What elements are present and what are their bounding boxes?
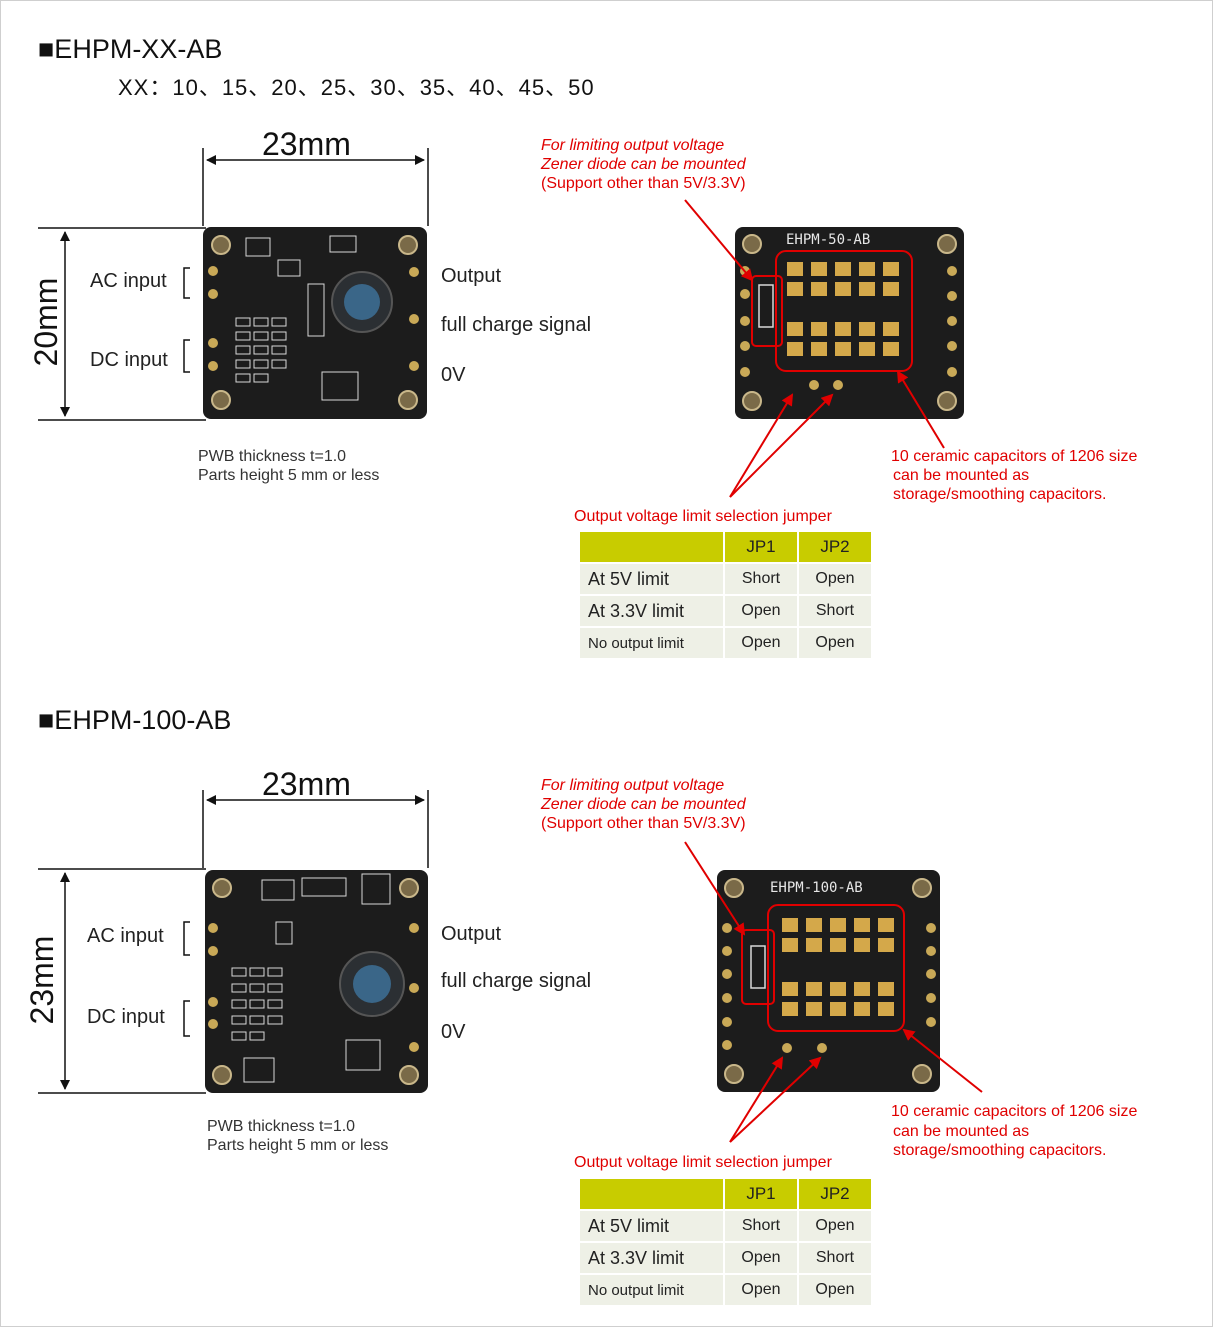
s1-caps-note-line2: can be mounted as [893,467,1030,484]
table-header-cell [580,1179,723,1209]
table-cell: No output limit [580,1275,723,1305]
s2-zener-note-line1: For limiting output voltage [541,777,725,794]
table-cell: At 3.3V limit [580,1243,723,1273]
s1-caps-note-line1: 10 ceramic capacitors of 1206 size [891,448,1138,465]
s1-jumper-label: Output voltage limit selection jumper [574,508,832,525]
table-cell: Open [725,628,797,658]
table-row: At 5V limit Short Open [580,564,871,594]
table-row: At 3.3V limit Open Short [580,1243,871,1273]
s2-zener-note-line2: Zener diode can be mounted [541,796,746,813]
table-cell: Short [725,564,797,594]
s1-zener-note-line2: Zener diode can be mounted [541,156,746,173]
s2-dimension-lines [38,790,429,1094]
s2-board-photo [205,870,428,1093]
s2-ac-input-label: AC input [87,925,164,947]
table-header-row: JP1 JP2 [580,1179,871,1209]
s1-board-silkscreen-name: EHPM-50-AB [786,232,870,248]
s2-dc-input-label: DC input [87,1006,165,1028]
s2-zero-v-label: 0V [441,1021,466,1043]
s1-dc-input-label: DC input [90,349,168,371]
table-cell: Open [725,1243,797,1273]
section2-title: ■EHPM-100-AB [38,705,232,735]
s1-ac-input-label: AC input [90,270,167,292]
table-cell: Short [799,596,871,626]
s2-output-label: Output [441,923,502,945]
table-cell: No output limit [580,628,723,658]
s1-board-photo [203,227,427,419]
table-header-cell: JP1 [725,1179,797,1209]
section1-subtitle: XX：10、15、20、25、30、35、40、45、50 [118,75,595,100]
s1-annotation-arrows [684,199,945,498]
s2-jumper-table: JP1 JP2 At 5V limit Short Open At 3.3V l… [578,1177,873,1307]
s1-board-back-photo: EHPM-50-AB [735,227,964,419]
table-cell: At 3.3V limit [580,596,723,626]
table-cell: Short [799,1243,871,1273]
table-cell: Open [725,1275,797,1305]
s2-pwb-thickness: PWB thickness t=1.0 [207,1118,356,1135]
s2-parts-height: Parts height 5 mm or less [207,1137,389,1154]
s1-jumper-table: JP1 JP2 At 5V limit Short Open At 3.3V l… [578,530,873,660]
s2-annotation-arrows [684,841,983,1143]
s1-parts-height: Parts height 5 mm or less [198,467,380,484]
table-cell: Open [725,596,797,626]
table-cell: Open [799,1211,871,1241]
table-cell: Open [799,1275,871,1305]
s1-output-label: Output [441,265,502,287]
table-header-cell: JP2 [799,1179,871,1209]
s2-zener-note-line3: (Support other than 5V/3.3V) [541,815,746,832]
s2-caps-note-line1: 10 ceramic capacitors of 1206 size [891,1103,1138,1120]
table-cell: Short [725,1211,797,1241]
table-cell: Open [799,628,871,658]
s1-zener-note-line1: For limiting output voltage [541,137,725,154]
s1-zener-note-line3: (Support other than 5V/3.3V) [541,175,746,192]
table-row: At 3.3V limit Open Short [580,596,871,626]
table-row: At 5V limit Short Open [580,1211,871,1241]
s2-jumper-label: Output voltage limit selection jumper [574,1154,832,1171]
s1-caps-note-line3: storage/smoothing capacitors. [893,486,1107,503]
table-row: No output limit Open Open [580,1275,871,1305]
s2-caps-note-line3: storage/smoothing capacitors. [893,1142,1107,1159]
table-cell: Open [799,564,871,594]
table-cell: At 5V limit [580,564,723,594]
table-header-cell: JP1 [725,532,797,562]
s2-board-silkscreen-name: EHPM-100-AB [770,880,863,896]
s1-zero-v-label: 0V [441,364,466,386]
s1-dimension-lines [38,148,429,421]
s2-full-charge-label: full charge signal [441,970,592,992]
section1-title: ■EHPM-XX-AB [38,34,223,64]
s1-pwb-thickness: PWB thickness t=1.0 [198,448,347,465]
table-row: No output limit Open Open [580,628,871,658]
s2-caps-note-line2: can be mounted as [893,1123,1030,1140]
table-cell: At 5V limit [580,1211,723,1241]
table-header-cell: JP2 [799,532,871,562]
s2-board-back-photo: EHPM-100-AB [717,870,940,1092]
table-header-row: JP1 JP2 [580,532,871,562]
table-header-cell [580,532,723,562]
s1-full-charge-label: full charge signal [441,314,592,336]
